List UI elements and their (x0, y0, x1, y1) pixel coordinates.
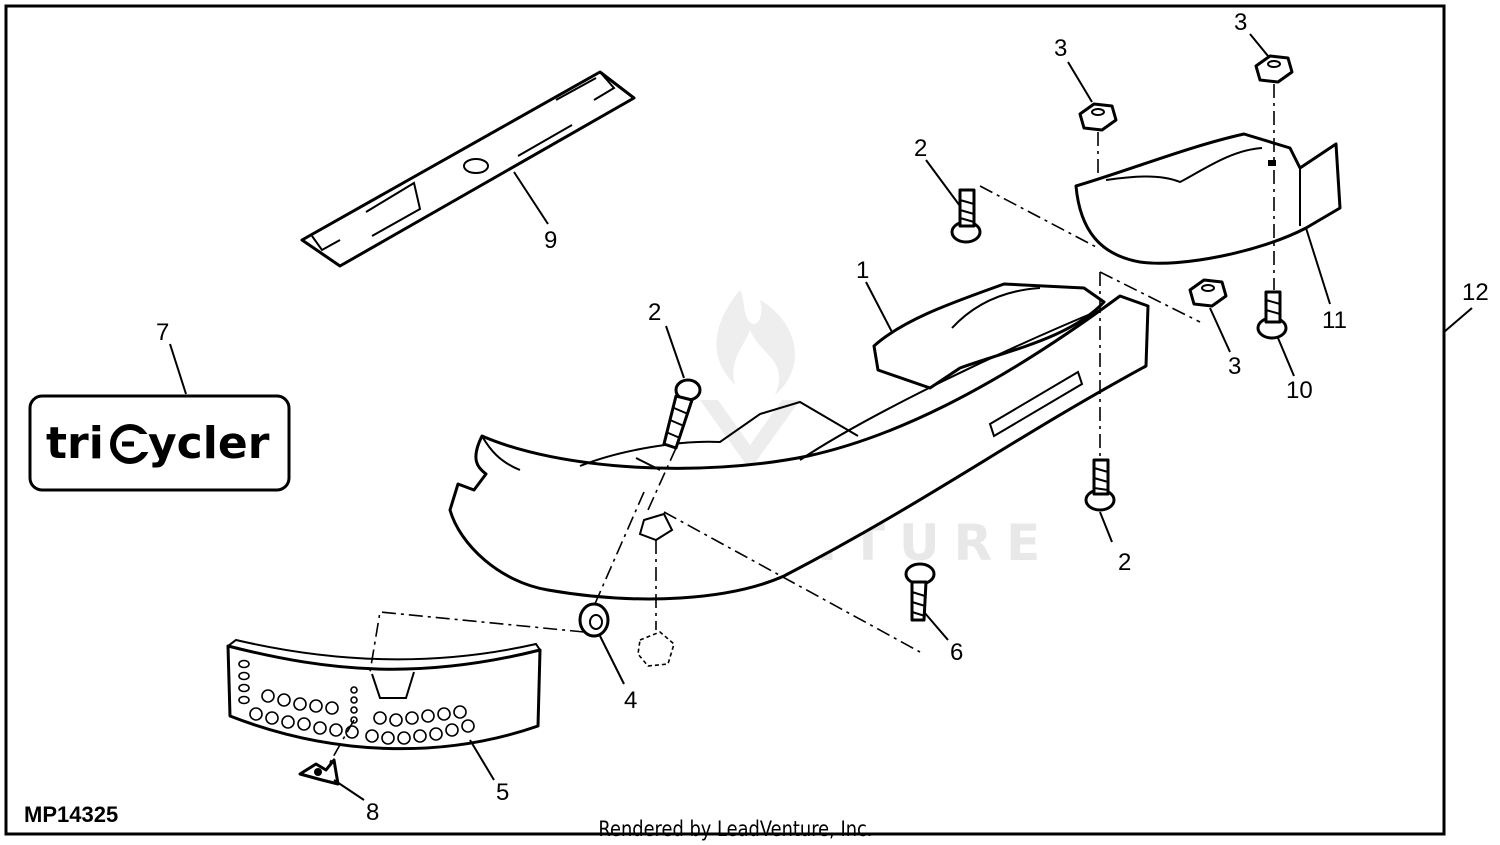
callout-5: 5 (496, 779, 509, 806)
part-nut-3-top-right (1254, 54, 1294, 84)
callout-2-top: 2 (914, 135, 927, 162)
assembly-lines (327, 84, 1275, 767)
part-bolt-2-top (950, 188, 982, 244)
diagram-frame (4, 4, 1446, 836)
callout-9: 9 (544, 227, 557, 254)
tricycler-decal: tri ycler (28, 394, 291, 492)
recycle-c-icon (110, 424, 150, 464)
plate-holes (238, 659, 475, 745)
part-nut-4 (578, 602, 610, 638)
callout-7: 7 (156, 319, 169, 346)
part-main-baffle (448, 282, 1150, 601)
part-nut-3-middle (1188, 278, 1228, 308)
callout-12: 12 (1462, 279, 1489, 306)
callout-3-middle: 3 (1228, 353, 1241, 380)
callout-10: 10 (1286, 377, 1313, 404)
part-rear-baffle (1074, 132, 1342, 265)
callouts: 1 2 2 2 3 3 3 4 5 6 7 8 9 10 11 12 (156, 9, 1489, 826)
part-bolt-2-right (1084, 458, 1116, 512)
leader-lines (169, 33, 1473, 801)
part-mulching-plate (226, 638, 542, 751)
callout-6: 6 (950, 639, 963, 666)
decal-text-left: tri (46, 418, 104, 469)
callout-8: 8 (366, 799, 379, 826)
part-wing-nut (298, 758, 340, 786)
callout-4: 4 (624, 687, 637, 714)
part-blade (300, 70, 636, 268)
callout-3-top-right: 3 (1234, 9, 1247, 36)
part-hidden-nut (637, 512, 675, 667)
callout-1: 1 (856, 257, 869, 284)
callout-2-right: 2 (1118, 549, 1131, 576)
drawing-id: MP14325 (24, 802, 118, 827)
callout-2-left: 2 (648, 299, 661, 326)
part-carriage-bolt (904, 562, 936, 622)
callout-11: 11 (1322, 307, 1347, 334)
part-bolt-10 (1256, 290, 1288, 340)
part-nut-3-top-left (1078, 102, 1118, 132)
callout-3-top-left: 3 (1054, 35, 1067, 62)
decal-text-right: ycler (148, 418, 270, 469)
footer-credit: Rendered by LeadVenture, Inc. (598, 817, 872, 842)
part-bolt-2-left (662, 378, 702, 450)
